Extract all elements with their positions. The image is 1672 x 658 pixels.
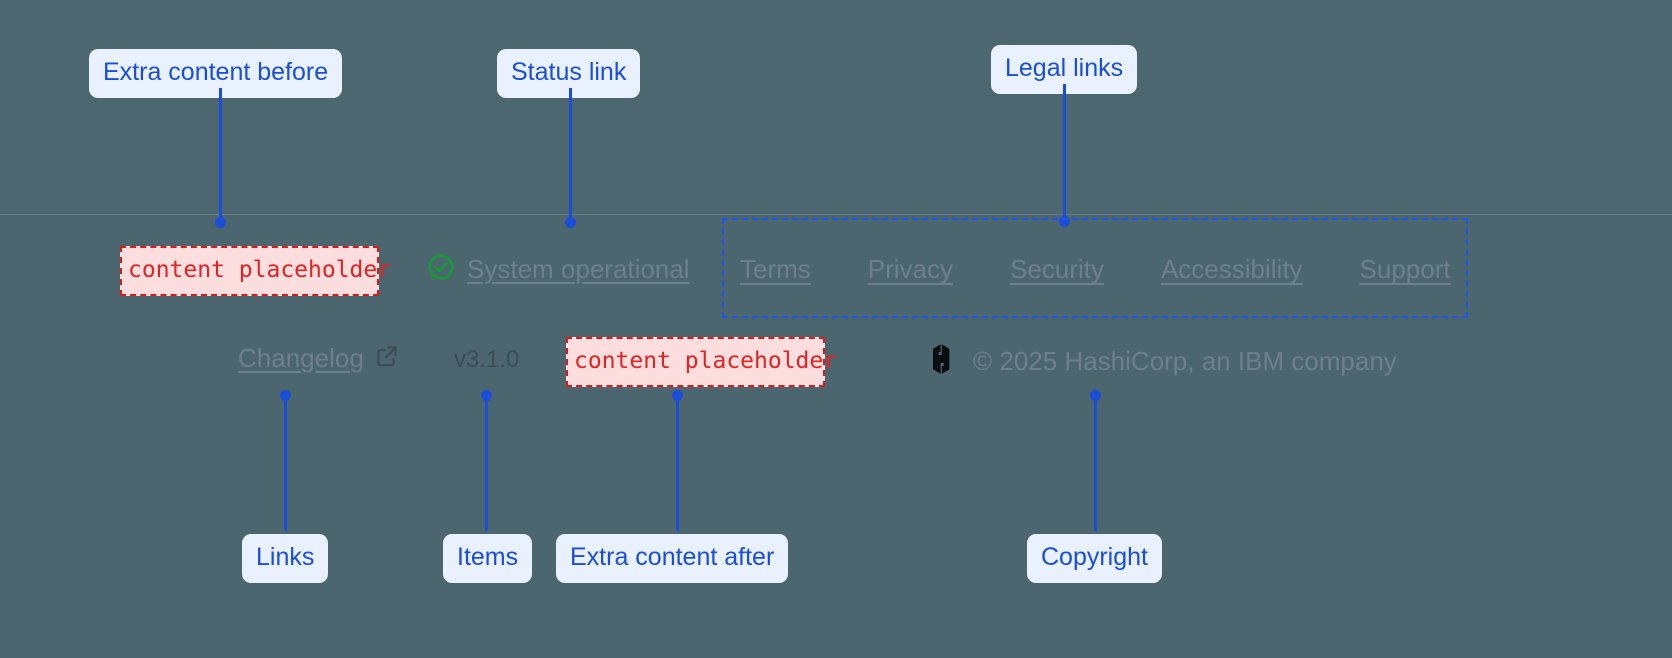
status-link-label: System operational xyxy=(467,254,690,284)
status-link[interactable]: System operational xyxy=(426,252,690,287)
legal-link-privacy[interactable]: Privacy xyxy=(867,254,954,284)
leader-line-links xyxy=(284,395,287,531)
extra-content-before-placeholder: content placeholder xyxy=(120,246,391,296)
leader-line-items xyxy=(485,395,488,531)
leader-dot-status-link xyxy=(565,217,576,228)
changelog-label: Changelog xyxy=(238,343,364,373)
leader-line-copyright xyxy=(1094,395,1097,531)
callout-copyright: Copyright xyxy=(1027,534,1162,583)
callout-status-link: Status link xyxy=(497,49,641,98)
changelog-link[interactable]: Changelog xyxy=(238,343,400,374)
leader-line-extra-content-before xyxy=(219,88,222,222)
page-body-area xyxy=(0,0,1672,214)
leader-dot-legal-links xyxy=(1059,216,1070,227)
legal-links-highlight-box xyxy=(722,218,1468,318)
legal-link-security[interactable]: Security xyxy=(1010,254,1104,284)
leader-line-legal-links xyxy=(1063,84,1066,222)
callout-links: Links xyxy=(242,534,329,583)
external-link-icon xyxy=(374,343,400,374)
legal-link-support[interactable]: Support xyxy=(1359,254,1451,284)
leader-line-extra-content-after xyxy=(676,395,679,531)
footer-top-divider xyxy=(0,214,1672,215)
leader-dot-extra-content-before xyxy=(215,217,226,228)
callout-extra-content-before: Extra content before xyxy=(89,49,343,98)
check-circle-icon xyxy=(426,252,456,287)
callout-items: Items xyxy=(443,534,533,583)
brand-copyright: © 2025 HashiCorp, an IBM company xyxy=(930,343,1397,380)
callout-extra-content-after: Extra content after xyxy=(556,534,789,583)
leader-line-status-link xyxy=(569,88,572,222)
extra-content-after-placeholder: content placeholder xyxy=(566,337,837,387)
legal-link-accessibility[interactable]: Accessibility xyxy=(1160,254,1303,284)
hashicorp-logo-icon xyxy=(930,343,960,380)
legal-links-list: Terms Privacy Security Accessibility Sup… xyxy=(740,254,1451,285)
copyright-text: © 2025 HashiCorp, an IBM company xyxy=(973,346,1397,376)
version-label: v3.1.0 xyxy=(454,346,520,373)
legal-link-terms[interactable]: Terms xyxy=(740,254,811,284)
